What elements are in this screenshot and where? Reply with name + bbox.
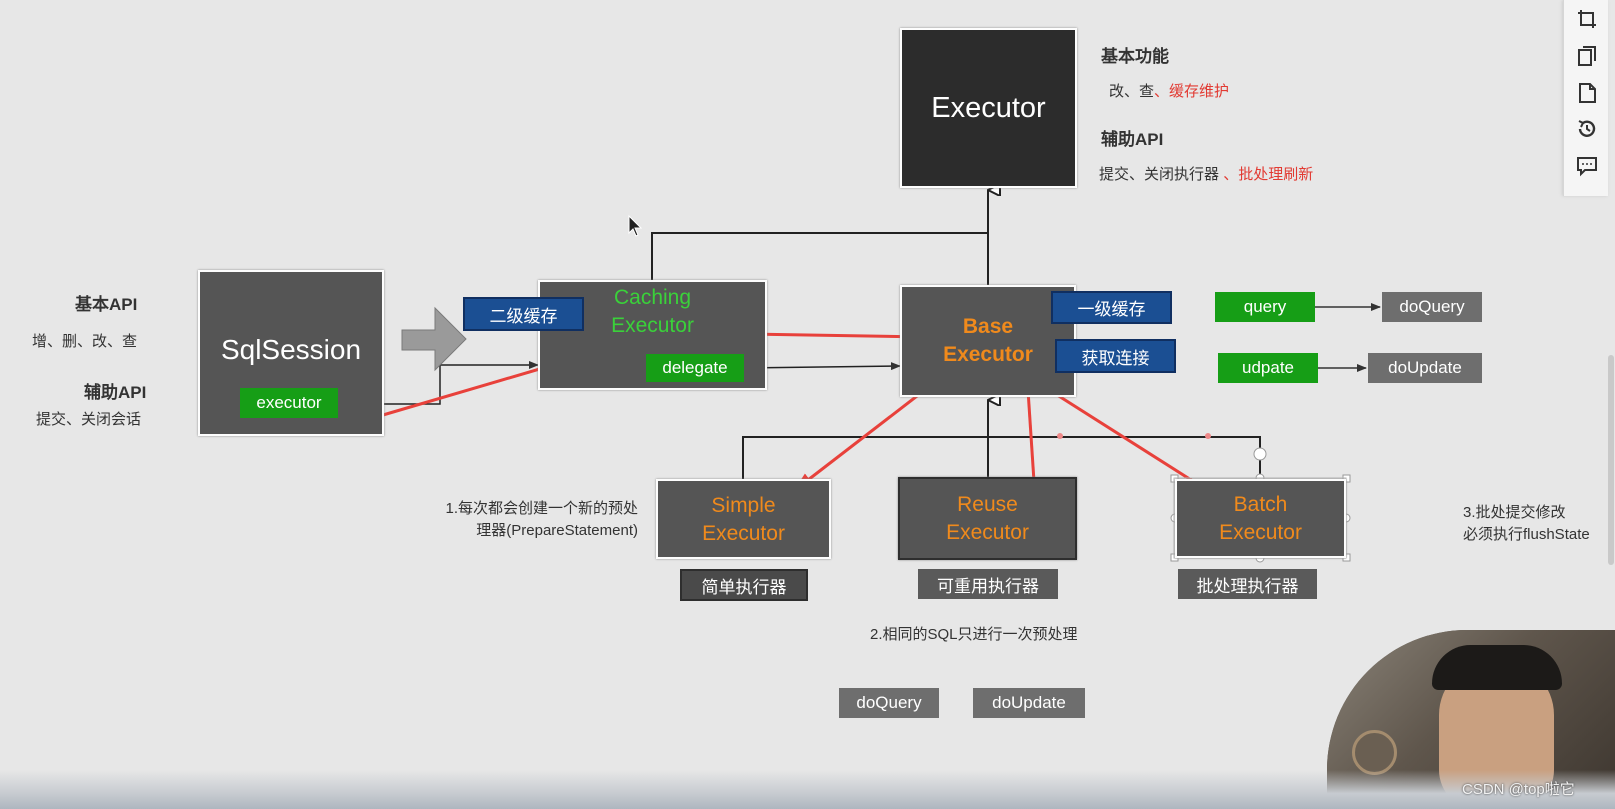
page-icon[interactable] [1576,82,1598,104]
caching-delegate-field: delegate [646,354,744,382]
sqlsession-aux-api-title: 辅助API [84,383,147,402]
comment-icon[interactable] [1576,155,1598,177]
reuse-executor-caption: 可重用执行器 [918,569,1058,599]
note-batch-line2: 必须执行flushState [1463,526,1590,543]
executor-aux-title: 辅助API [1101,130,1164,149]
bottom-doquery: doQuery [839,688,939,718]
history-icon[interactable] [1576,118,1598,140]
inherit-line-caching [651,232,988,280]
mouse-cursor [628,214,643,237]
batch-executor-box: Batch Executor [1175,479,1346,558]
sqlsession-aux-api-text: 提交、关闭会话 [36,411,142,428]
executor-aux-text: 提交、关闭执行器 、批处理刷新 [1099,163,1313,184]
sqlsession-title: SqlSession [220,334,362,365]
scrollbar[interactable] [1608,355,1614,565]
get-connection-tag: 获取连接 [1055,339,1176,373]
crop-icon[interactable] [1576,8,1598,30]
bottom-blur-band [0,770,1615,809]
first-level-cache-tag: 一级缓存 [1051,291,1172,324]
executor-aux-plain: 提交、关闭执行器 [1099,166,1220,183]
caching-executor-box: Caching Executor delegate [538,280,767,390]
second-level-cache-tag: 二级缓存 [463,297,584,331]
delegate-link-session [340,361,539,405]
bottom-doupdate: doUpdate [973,688,1085,718]
batch-executor-caption: 批处理执行器 [1178,569,1317,599]
reuse-executor-box: Reuse Executor [898,477,1077,560]
simple-executor-box: Simple Executor [656,479,831,559]
executor-box: Executor [900,28,1077,188]
query-method: query [1215,292,1315,322]
executor-basic-plain: 改、查 [1109,83,1155,100]
red-arrow-session-caching [382,361,562,417]
note-batch: 3.批处提交修改 必须执行flushState [1463,502,1590,546]
note-batch-line1: 3.批处提交修改 [1463,504,1566,521]
executor-basic-red: 、缓存维护 [1154,83,1230,100]
person-hair [1432,645,1562,690]
doquery-method: doQuery [1382,292,1482,322]
batch-executor-title: Batch Executor [1219,493,1302,544]
sqlsession-basic-api-title: 基本API [75,295,138,314]
base-executor-box: Base Executor [900,285,1076,397]
executor-title: Executor [931,91,1046,124]
note-simple-line1: 1.每次都会创建一个新的预处 [445,500,638,517]
note-simple-line2: 理器(PrepareStatement) [476,522,638,539]
sqlsession-box: SqlSession executor [198,270,384,436]
update-method: udpate [1218,353,1318,383]
note-reuse: 2.相同的SQL只进行一次预处理 [870,626,1078,643]
wall-decoration [1352,730,1397,775]
doupdate-method: doUpdate [1368,353,1482,383]
red-arrow-base-simple [793,384,931,492]
watermark: CSDN @top啦它 [1462,781,1575,798]
simple-executor-title: Simple Executor [702,494,785,545]
red-arrow-caching-base [747,329,932,344]
sqlsession-executor-field: executor [240,388,338,418]
copy-icon[interactable] [1576,45,1598,67]
executor-basic-title: 基本功能 [1101,47,1169,66]
executor-basic-text: 改、查、缓存维护 [1109,80,1229,101]
delegate-link-caching [744,362,901,371]
simple-executor-caption: 简单执行器 [680,569,808,601]
executor-aux-red: 、批处理刷新 [1223,166,1314,183]
base-executor-title: Base Executor [943,315,1033,366]
big-gray-arrow [401,306,467,372]
right-toolbar [1563,0,1608,196]
sqlsession-basic-api-text: 增、删、改、查 [32,333,138,350]
caching-executor-title: Caching Executor [611,286,694,337]
reuse-executor-title: Reuse Executor [946,493,1029,544]
inherit-line-subclasses [742,400,1261,480]
note-simple: 1.每次都会创建一个新的预处 理器(PrepareStatement) [422,498,638,542]
